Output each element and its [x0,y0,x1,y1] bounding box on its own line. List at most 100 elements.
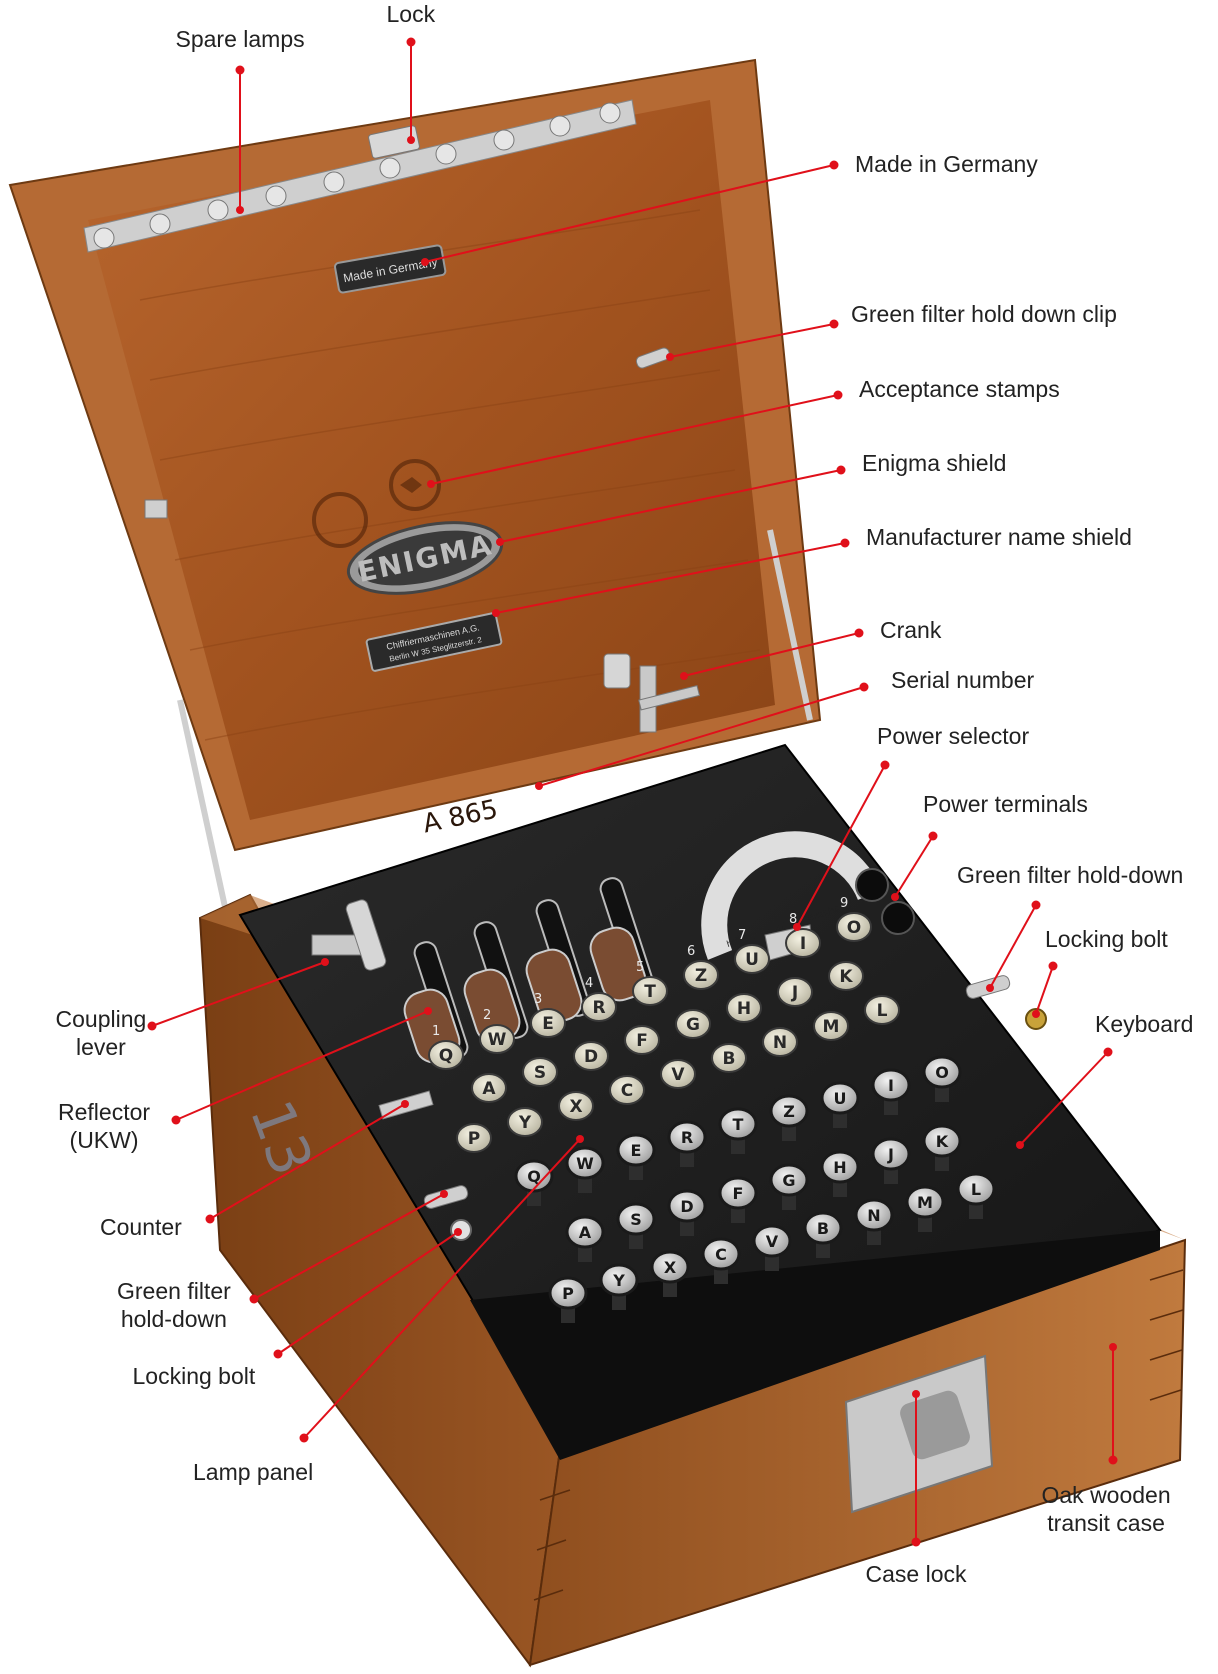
lamp-letter: O [847,918,861,938]
key-v[interactable] [752,1224,792,1258]
counter-leader-start-dot [205,1214,215,1224]
key-a[interactable] [565,1215,605,1249]
coupling-lever-part [311,899,387,971]
lamp-letter: V [671,1065,685,1085]
lamp-digit: 9 [840,896,848,911]
lamp-o [836,912,872,942]
key-q[interactable] [514,1159,554,1193]
enigma-shield-label-line: Enigma shield [862,450,1007,476]
key-z[interactable] [769,1094,809,1128]
key-letter: A [579,1223,592,1242]
key-w[interactable] [565,1146,605,1180]
key-b[interactable] [803,1211,843,1245]
locking-bolt-right-label-line: Locking bolt [1045,926,1168,952]
locking-bolt-left-label: Locking bolt [133,1362,256,1390]
made-in-germany-label: Made in Germany [855,150,1038,178]
green-filter-hold-down-left-leader-start-dot [249,1294,259,1304]
power-terminals-label: Power terminals [923,790,1088,818]
key-y[interactable] [599,1263,639,1297]
green-filter-hold-down-left-label-line: hold-down [120,1306,227,1332]
key-d[interactable] [667,1189,707,1223]
key-m[interactable] [905,1185,945,1219]
locking-bolt-right-leader-start-dot [1048,961,1058,971]
lamp-letter: Y [518,1113,532,1133]
lid-stay-right [767,529,813,721]
manufacturer-name-shield-label: Manufacturer name shield [866,523,1132,551]
made-in-germany-label-line: Made in Germany [855,151,1038,177]
lamp-letter: P [468,1129,480,1149]
lock-label-line: Lock [386,1,436,27]
case-lock-leader-end-dot [912,1390,920,1398]
enigma-shield-label: Enigma shield [862,449,1006,477]
lock-label: Lock [387,0,436,28]
power-selector-leader-end-dot [793,923,801,931]
crank-label-line: Crank [880,617,942,643]
lamp-x [558,1091,594,1121]
lamp-j [777,977,813,1007]
lamp-letter: W [488,1030,507,1050]
green-filter-hold-down-right-leader-line [989,904,1037,989]
lamp-panel-label-line: Lamp panel [193,1459,314,1485]
key-o[interactable] [922,1055,962,1089]
lamp-u [734,944,770,974]
spare-lamps-label: Spare lamps [176,25,305,53]
lock-leader-end-dot [407,136,415,144]
key-c[interactable] [701,1237,741,1271]
lamp-letter: H [737,999,751,1019]
power-terminals-leader-start-dot [928,831,938,841]
made-in-germany-leader-start-dot [829,160,839,170]
green-filter-hold-down-clip-label-line: Green filter hold down clip [851,301,1117,327]
lamp-letter: S [534,1063,546,1083]
key-l[interactable] [956,1172,996,1206]
key-u[interactable] [820,1081,860,1115]
key-letter: P [562,1284,574,1303]
key-t[interactable] [718,1107,758,1141]
power-terminals-leader-line [894,835,934,898]
key-e[interactable] [616,1133,656,1167]
lamp-panel-leader-start-dot [299,1433,309,1443]
lid-wood-grain [139,209,761,741]
key-k[interactable] [922,1124,962,1158]
lamp-q [428,1040,464,1070]
case-lock-leader-start-dot [911,1537,921,1547]
key-i[interactable] [871,1068,911,1102]
lamp-digit: 4 [585,976,593,991]
crank-leader-start-dot [854,628,864,638]
reflector-label-line: Reflector [58,1099,151,1125]
enigma-shield-leader-start-dot [836,465,846,475]
manufacturer-name-shield-leader-start-dot [840,538,850,548]
green-filter-hold-down-left-leader-end-dot [440,1190,448,1198]
key-g[interactable] [769,1163,809,1197]
lamp-y [507,1107,543,1137]
key-letter: C [715,1245,727,1264]
key-p[interactable] [548,1276,588,1310]
key-f[interactable] [718,1176,758,1210]
coupling-lever-label-line: Coupling [55,1006,147,1032]
key-letter: V [766,1232,779,1251]
key-letter: U [834,1089,847,1108]
key-h[interactable] [820,1150,860,1184]
reflector-leader-end-dot [424,1007,432,1015]
lamp-letter: F [636,1031,648,1051]
key-n[interactable] [854,1198,894,1232]
crank-handle [603,653,701,733]
counter-leader-line [209,1103,406,1220]
keyboard-leader-line [1019,1051,1109,1146]
crank-leader-line [683,632,860,677]
key-j[interactable] [871,1137,911,1171]
lamp-e [530,1008,566,1038]
green-filter-hold-down-clip-leader-line [669,323,835,358]
lamp-letter: B [723,1049,736,1069]
lamp-t [632,976,668,1006]
key-s[interactable] [616,1202,656,1236]
lamp-letter: R [592,998,605,1018]
acceptance-stamps-label-line: Acceptance stamps [859,376,1060,402]
key-x[interactable] [650,1250,690,1284]
key-r[interactable] [667,1120,707,1154]
key-letter: D [680,1197,693,1216]
lamp-letter: I [800,934,806,954]
lamp-h [726,993,762,1023]
lamp-k [828,961,864,991]
